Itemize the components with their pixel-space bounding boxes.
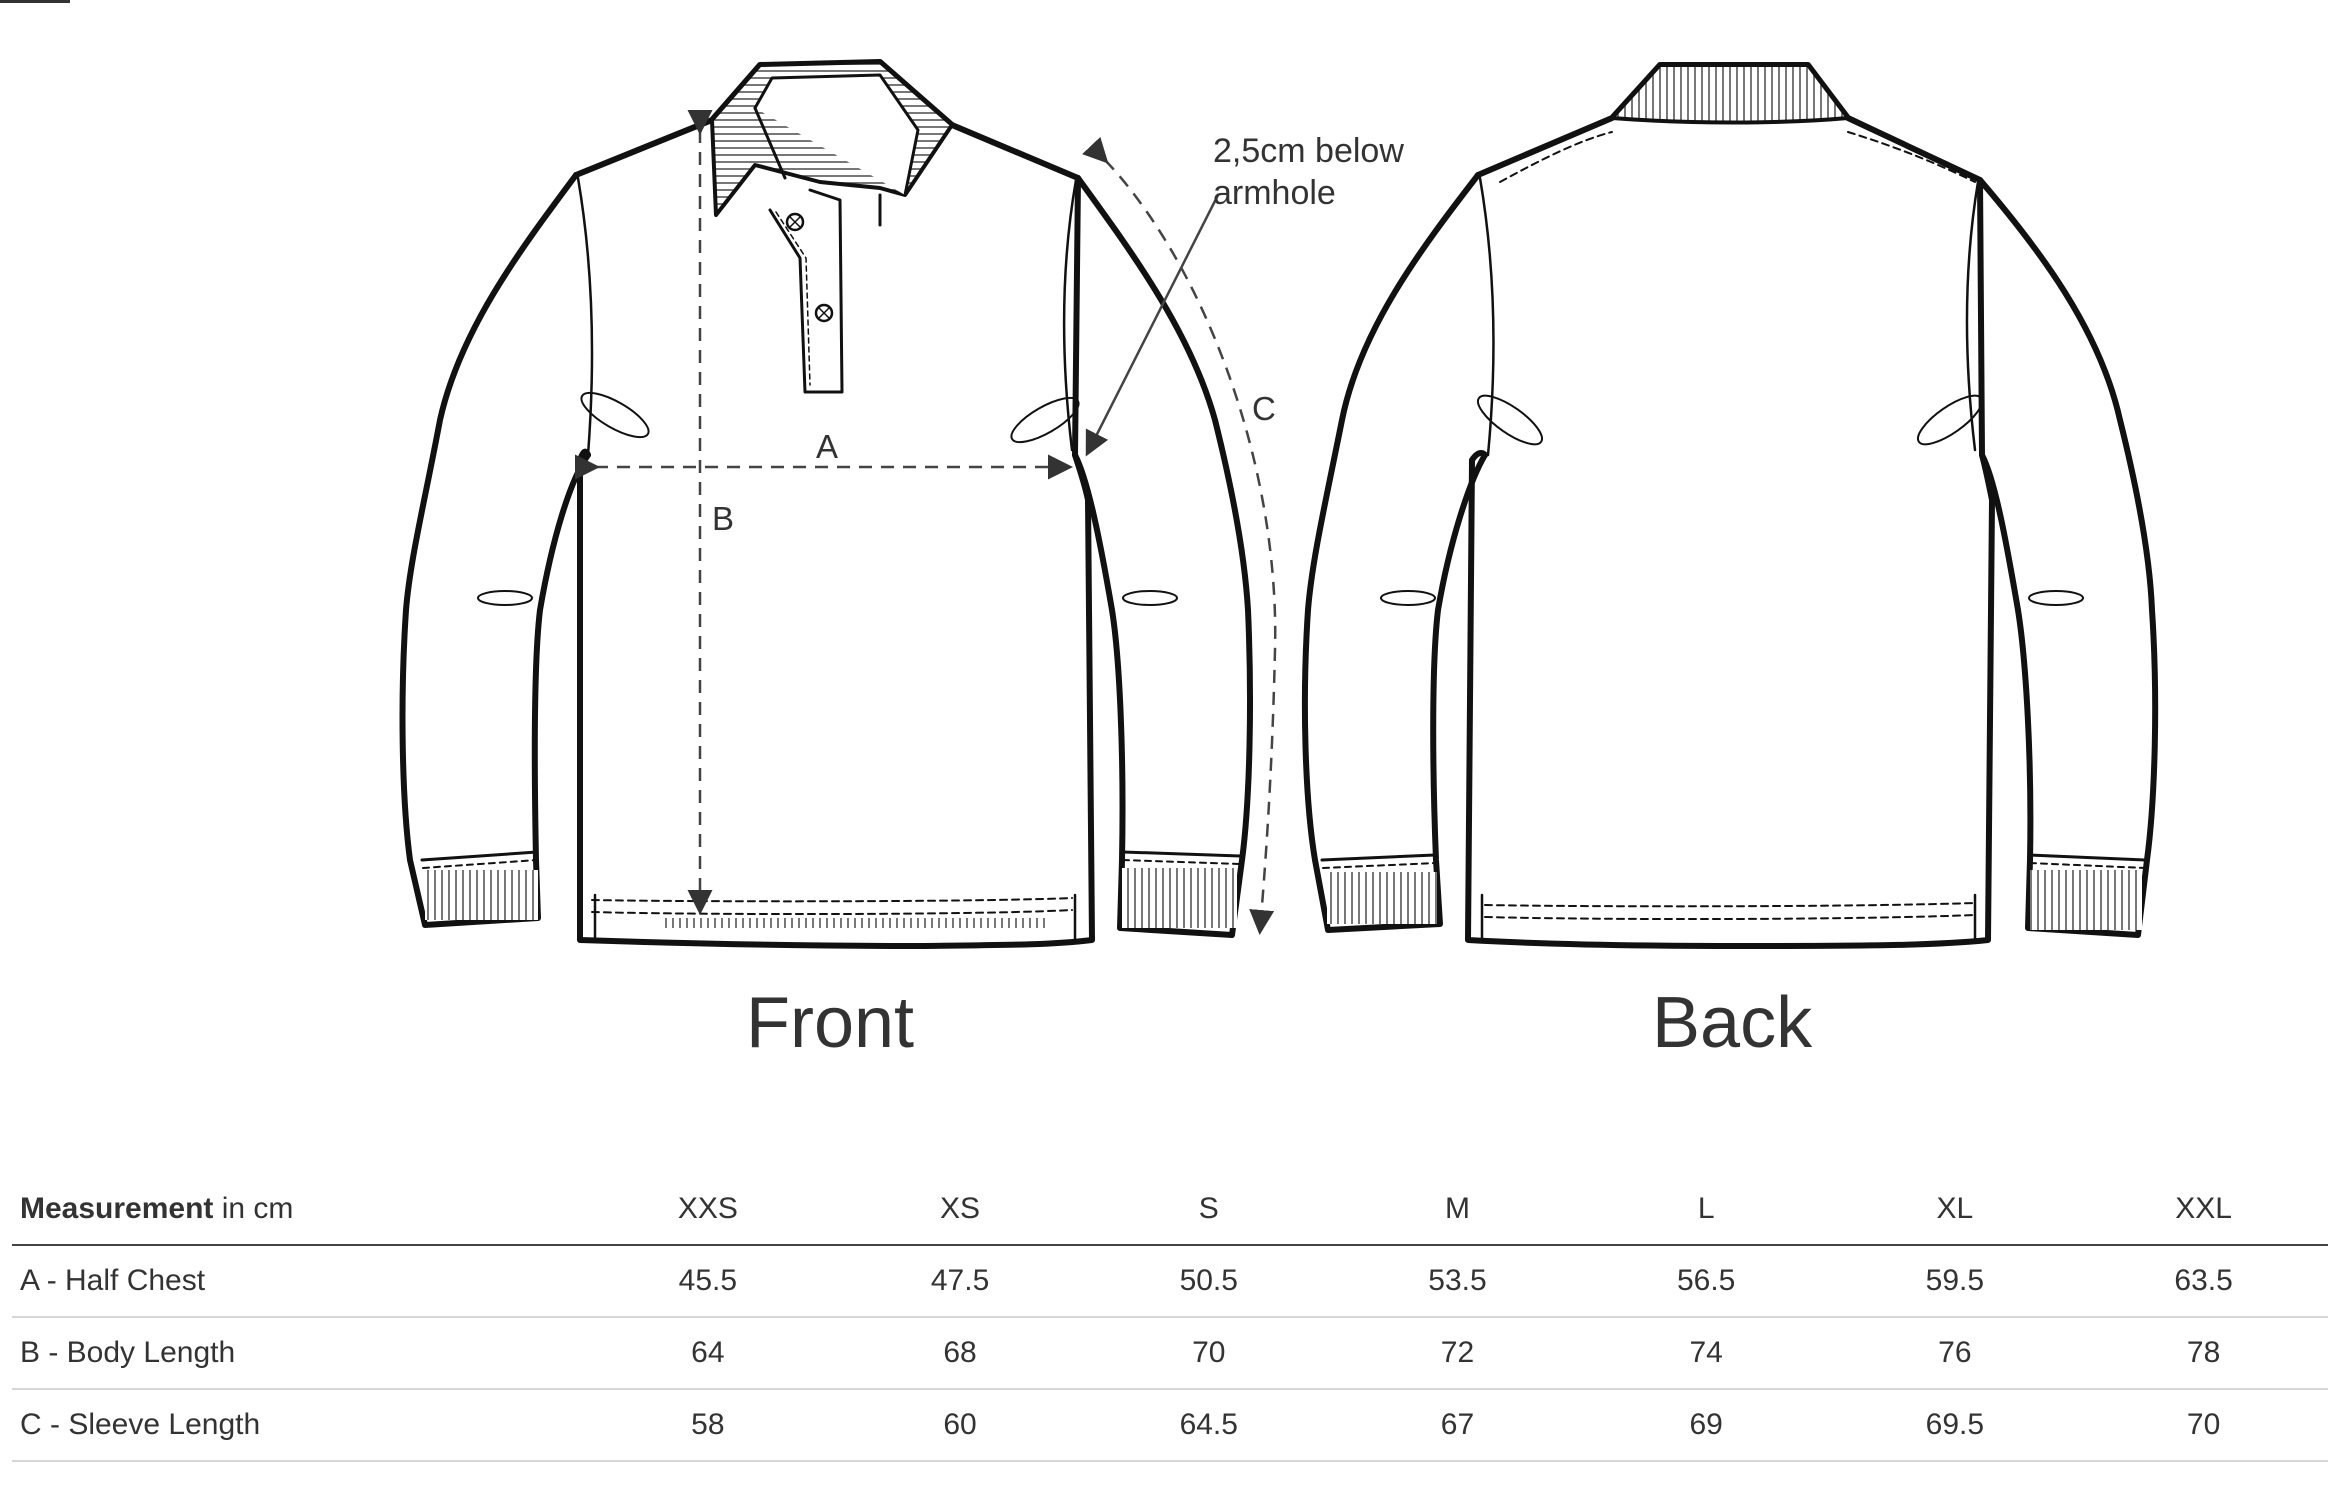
table-cell: 68	[943, 1336, 977, 1369]
front-dimension-lines	[575, 110, 1277, 935]
table-row: C - Sleeve Length 58 60 64.5 67 69 69.5 …	[12, 1389, 2328, 1461]
table-cell: 58	[691, 1408, 725, 1441]
table-cell: 50.5	[1179, 1264, 1238, 1297]
table-cell: 69.5	[1925, 1408, 1985, 1441]
back-left-sleeve	[1301, 172, 1488, 933]
table-cell: 64	[691, 1336, 725, 1369]
table-cell: 64.5	[1179, 1408, 1238, 1441]
size-header-s: S	[1198, 1192, 1219, 1225]
measurement-header-bold: Measurement	[20, 1192, 214, 1225]
dim-c-line	[1082, 136, 1277, 935]
front-shirt-drawing	[399, 59, 1253, 949]
size-header-xxs: XXS	[677, 1192, 738, 1225]
row-label: C - Sleeve Length	[20, 1408, 261, 1441]
measurement-header: Measurement in cm	[12, 1174, 580, 1245]
table-cell: 72	[1440, 1336, 1475, 1369]
dimension-b-label: B	[712, 500, 735, 537]
back-right-sleeve	[1977, 177, 2159, 938]
measurement-header-unit: in cm	[213, 1192, 294, 1225]
table-cell: 47.5	[930, 1264, 990, 1297]
dimension-c-label: C	[1252, 390, 1276, 427]
size-header-l: L	[1697, 1192, 1715, 1225]
table-cell: 69	[1689, 1408, 1723, 1441]
table-cell: 56.5	[1676, 1264, 1736, 1297]
size-header-xs: XS	[940, 1192, 981, 1225]
table-cell: 67	[1440, 1408, 1475, 1441]
table-cell: 59.5	[1925, 1264, 1985, 1297]
front-body	[573, 59, 1095, 949]
armhole-note-line2: armhole	[1213, 174, 1336, 212]
table-cell: 60	[943, 1408, 977, 1441]
row-label: A - Half Chest	[20, 1264, 206, 1297]
size-header-xl: XL	[1936, 1192, 1974, 1225]
dimension-a-label: A	[816, 428, 839, 465]
table-cell: 70	[1192, 1336, 1226, 1369]
table-cell: 70	[2186, 1408, 2221, 1441]
front-placket	[768, 188, 844, 394]
table-cell: 78	[2186, 1336, 2221, 1369]
row-label: B - Body Length	[20, 1336, 236, 1369]
back-view-label: Back	[1652, 983, 1813, 1063]
back-body	[1465, 62, 1995, 949]
size-header-xxl: XXL	[2175, 1192, 2232, 1225]
note-leader-line	[1085, 194, 1220, 457]
front-right-sleeve	[1072, 175, 1253, 938]
table-cell: 74	[1689, 1336, 1723, 1369]
table-cell: 76	[1938, 1336, 1972, 1369]
table-cell: 53.5	[1428, 1264, 1487, 1297]
back-collar	[1610, 63, 1850, 125]
table-header-row: Measurement in cm XXS XS S M L XL XXL	[12, 1174, 2328, 1245]
front-view-label: Front	[746, 983, 915, 1063]
table-cell: 45.5	[678, 1264, 738, 1297]
front-left-sleeve	[399, 172, 591, 928]
table-row: B - Body Length 64 68 70 72 74 76 78	[12, 1317, 2328, 1389]
armhole-note-line1: 2,5cm below	[1213, 132, 1404, 170]
top-rule	[0, 0, 70, 3]
size-header-m: M	[1444, 1192, 1470, 1225]
table-row: A - Half Chest 45.5 47.5 50.5 53.5 56.5 …	[12, 1245, 2328, 1317]
back-shirt-drawing	[1301, 62, 2159, 949]
table-cell: 63.5	[2174, 1264, 2233, 1297]
size-chart-table: Measurement in cm XXS XS S M L XL XXL A …	[12, 1174, 2328, 1462]
